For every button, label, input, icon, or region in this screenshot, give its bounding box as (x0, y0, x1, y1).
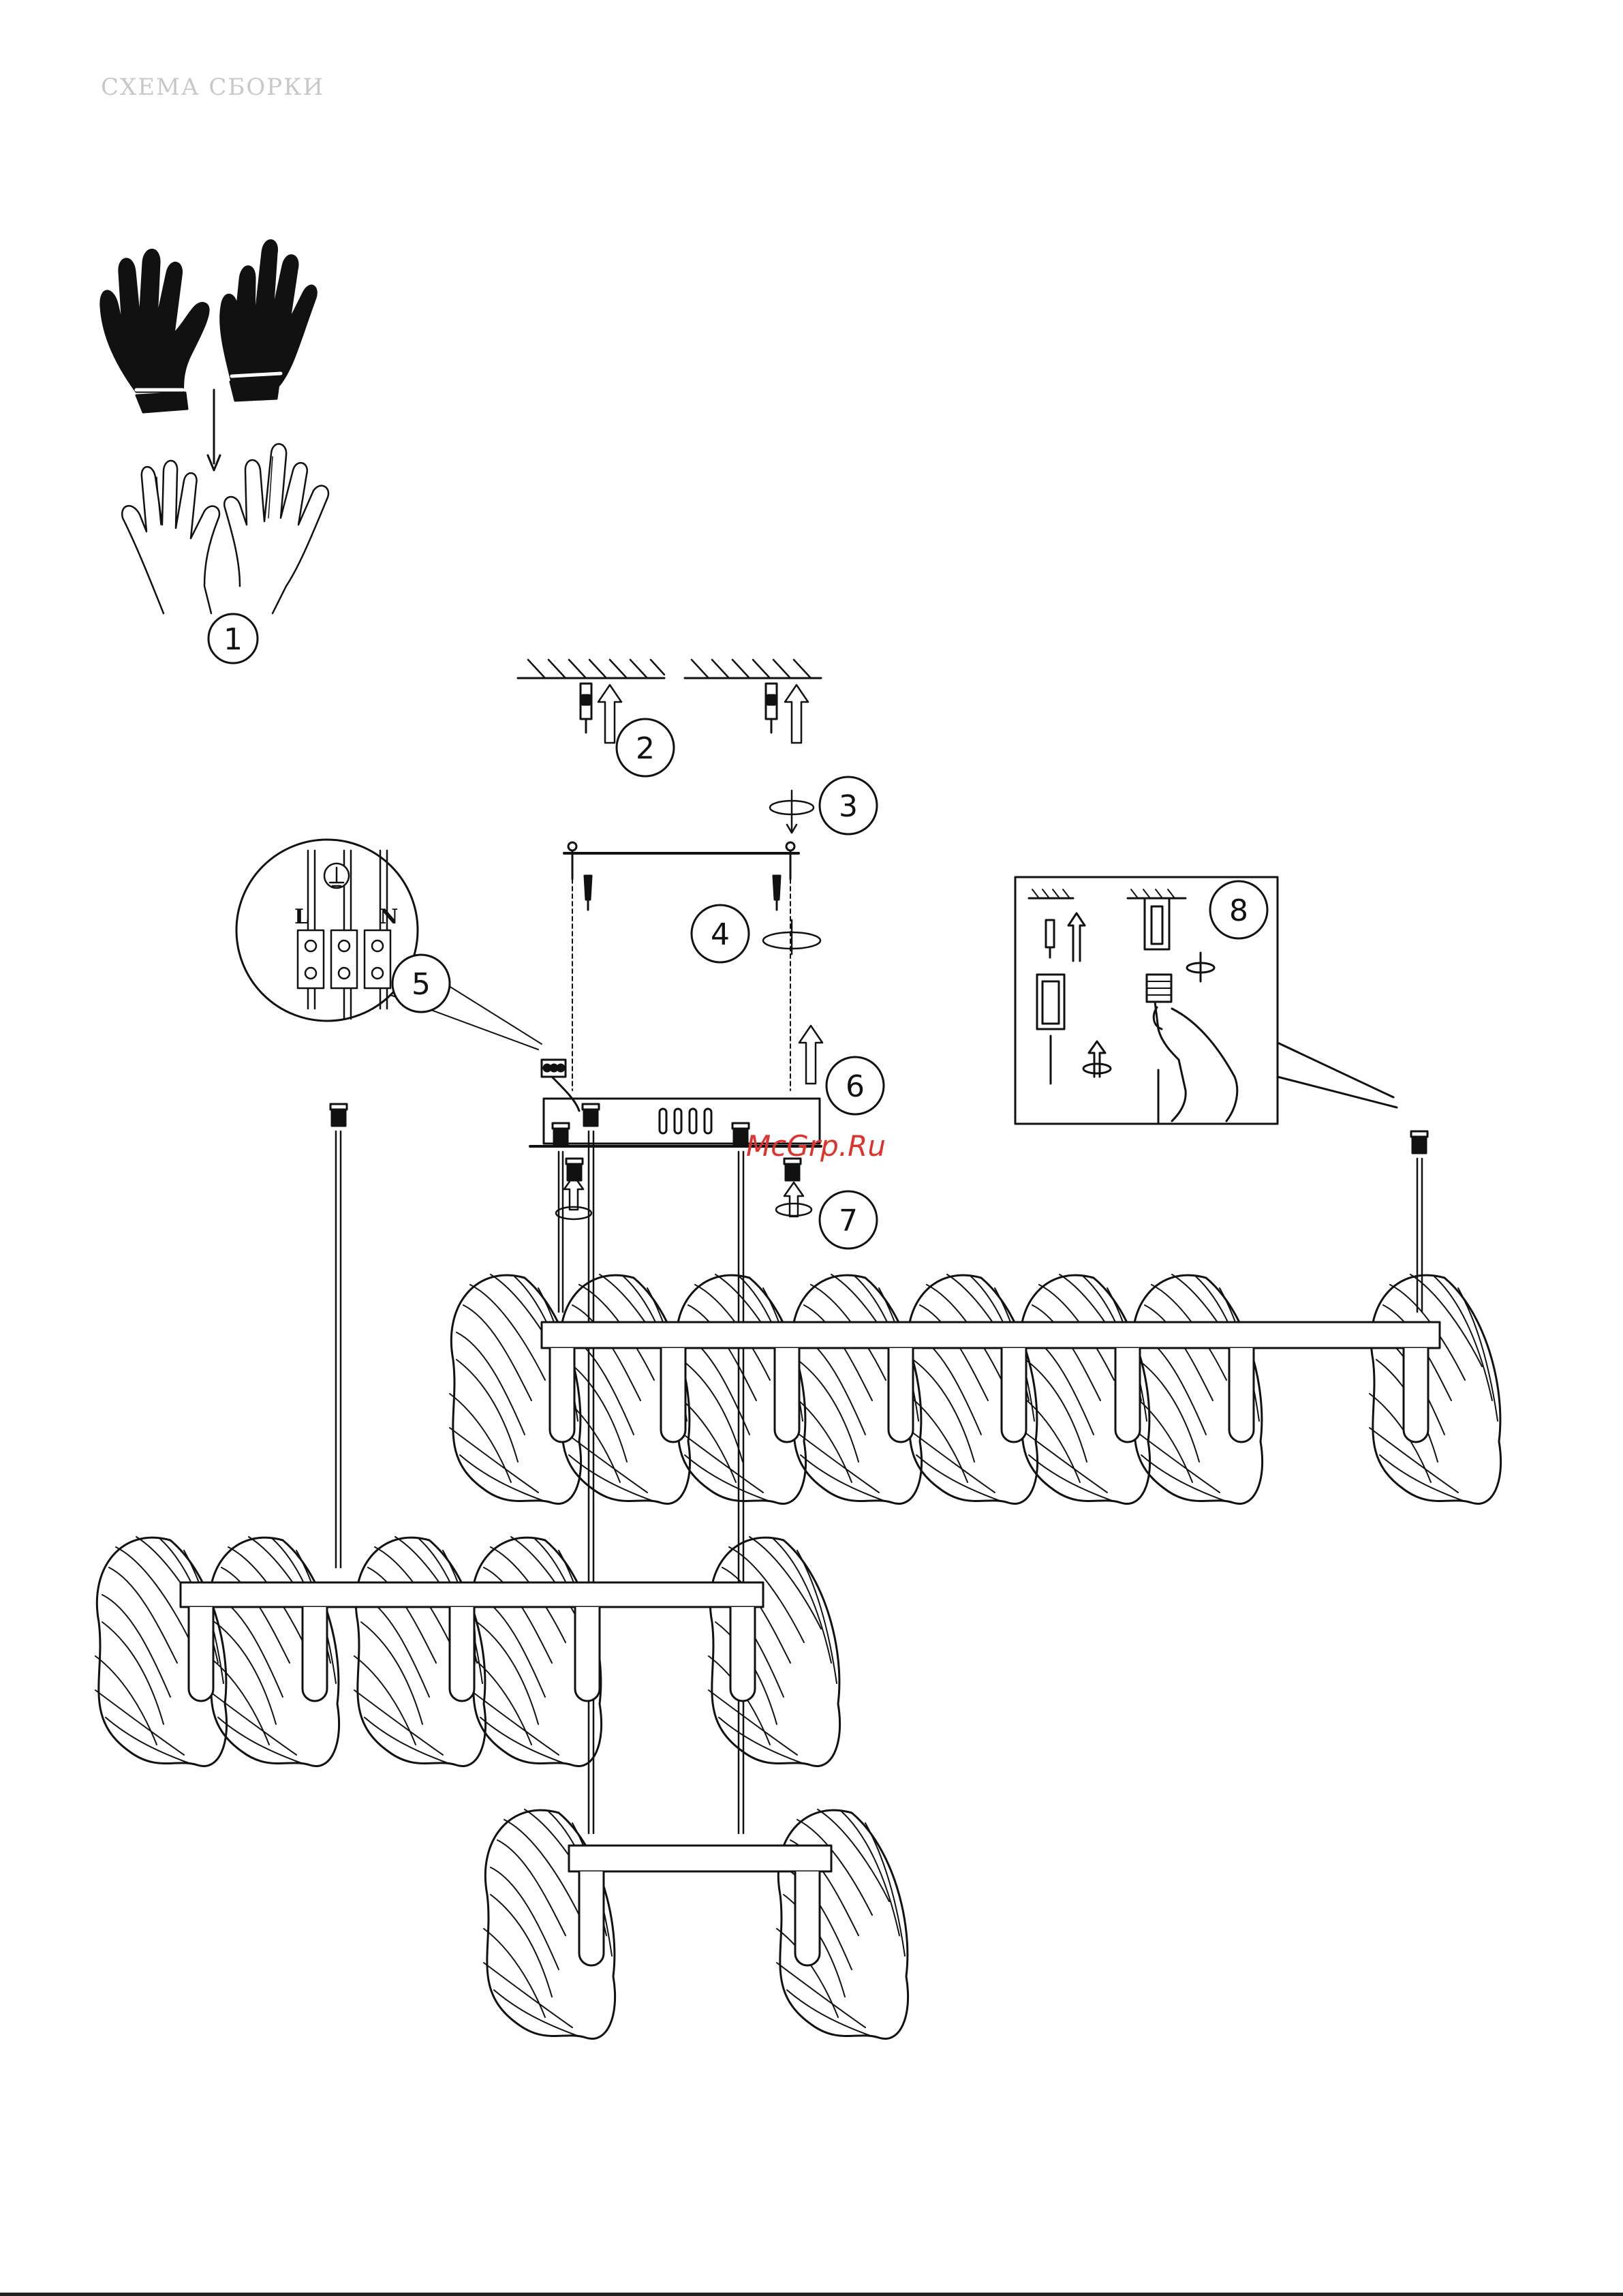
ceiling-hatch (518, 660, 821, 678)
step-7-label: 7 (839, 1204, 858, 1238)
up-arrow-icon (564, 1176, 803, 1216)
middle-tier-tubes (189, 1607, 755, 1701)
gloves-icon (101, 241, 316, 412)
canopy-box (530, 1026, 822, 1146)
bottom-rule (0, 2293, 1623, 2296)
step-1-label: 1 (223, 622, 243, 657)
step-5-label: 5 (412, 967, 431, 1002)
upper-tier-shells (450, 1274, 1501, 1504)
step-6-label: 6 (846, 1069, 865, 1104)
neutral-label: N (380, 905, 398, 929)
lower-tier-shells (484, 1809, 908, 2039)
step-4-label: 4 (711, 917, 730, 952)
watermark-text: McGrp.Ru (746, 1129, 886, 1163)
bare-hands-icon (122, 444, 328, 613)
step-2-label: 2 (636, 731, 655, 766)
lower-tier-bar (569, 1846, 831, 1871)
middle-tier-bar (181, 1582, 763, 1607)
wall-anchor-icon (581, 684, 777, 733)
step-3-label: 3 (839, 789, 858, 824)
mounting-bar (564, 842, 799, 910)
bulb-install-inset (1015, 877, 1397, 1124)
live-label: L (294, 905, 309, 929)
down-arrow-icon (208, 390, 220, 470)
suspension-cables (572, 879, 790, 1090)
step-8-label: 8 (1229, 893, 1248, 928)
upper-tier-tubes (550, 1348, 1428, 1442)
upper-tier-bar (542, 1322, 1440, 1348)
wiring-detail: L N (236, 840, 542, 1050)
